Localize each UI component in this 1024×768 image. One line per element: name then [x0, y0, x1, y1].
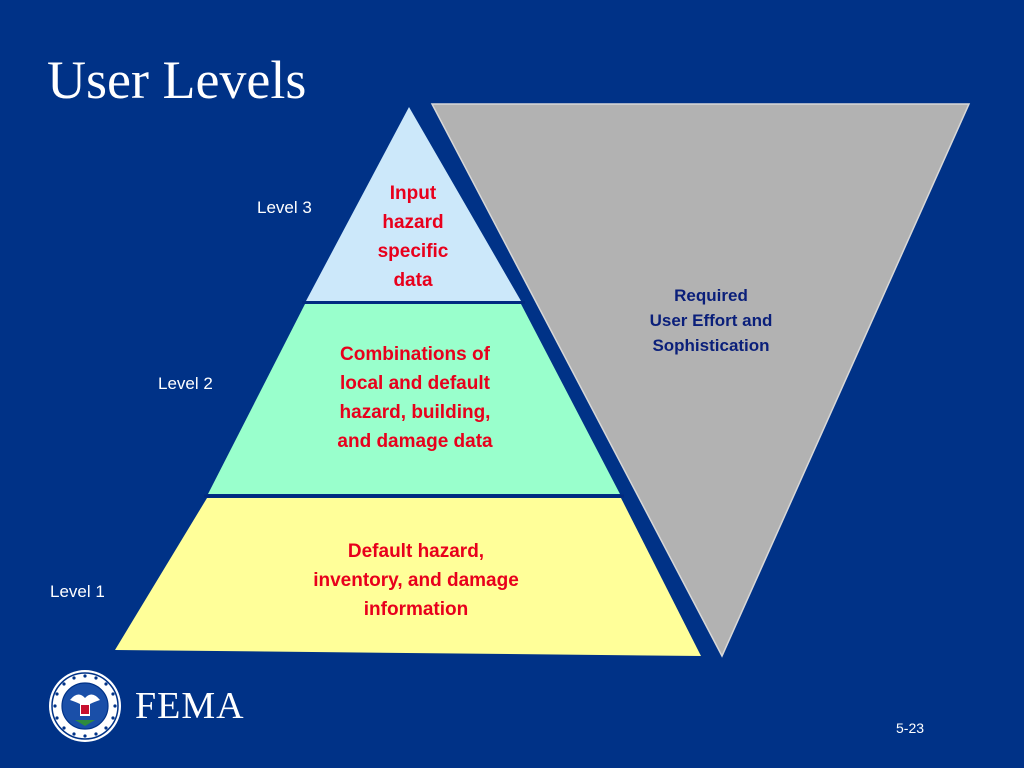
level-2-description: Combinations of local and default hazard… [337, 344, 493, 452]
slide-title: User Levels [47, 50, 307, 110]
pyramid-tier-level-2 [208, 304, 620, 494]
level-2-label: Level 2 [158, 374, 213, 393]
pyramid-tier-level-3 [306, 107, 521, 301]
level-1-label: Level 1 [50, 582, 105, 601]
pyramid-tier-level-1 [115, 498, 701, 656]
dhs-seal-icon [49, 670, 121, 742]
level-1-description: Default hazard, inventory, and damage in… [313, 541, 519, 620]
fema-wordmark: FEMA [135, 685, 245, 727]
level-3-label: Level 3 [257, 198, 312, 217]
effort-label: Required User Effort and Sophistication [649, 286, 773, 355]
level-3-description: Input hazard specific data [377, 183, 449, 291]
page-number: 5-23 [896, 720, 925, 736]
effort-triangle [430, 103, 971, 658]
